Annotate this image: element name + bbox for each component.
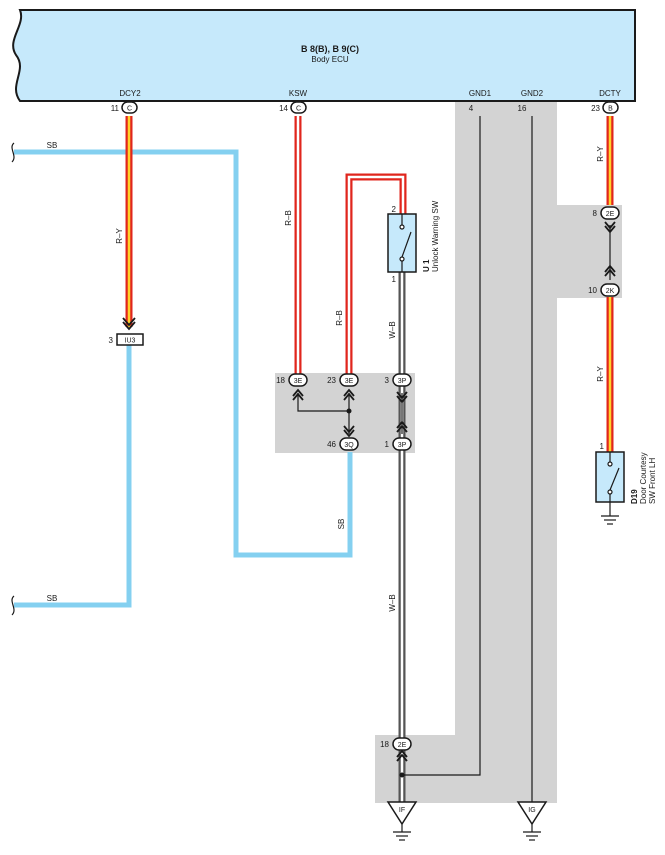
connector-3p-1-name: 3P: [398, 442, 407, 449]
shaded-regions: [275, 101, 622, 803]
wire-label-wb-lower: W–B: [388, 594, 397, 611]
pin-num-ksw: 14: [279, 104, 288, 113]
ground-icon-d19: [601, 515, 619, 525]
arrow-2k-up: [604, 264, 616, 277]
pin-name-gnd2: GND2: [521, 89, 544, 98]
connector-iu3-num: 3: [109, 336, 114, 345]
connector-3p-1-num: 1: [385, 440, 390, 449]
connector-2e-8-num: 8: [593, 209, 598, 218]
connector-3e-23-name: 3E: [345, 378, 354, 385]
arrow-3q: [343, 425, 355, 438]
connector-2e-18: 2E 18: [380, 737, 412, 751]
ecu-title: B 8(B), B 9(C): [301, 44, 359, 54]
pin-conn-ksw: C: [296, 106, 301, 113]
connector-3p-3-num: 3: [385, 376, 390, 385]
wire-label-rb-ksw: R–B: [284, 210, 293, 226]
pin-name-dcy2: DCY2: [119, 89, 141, 98]
ground-shade-vertical: [455, 101, 557, 803]
rb-wire-loop: [345, 173, 407, 374]
wire-label-sb-bottom: SB: [47, 594, 58, 603]
connector-3p-3-name: 3P: [398, 378, 407, 385]
ground-icon: [386, 801, 418, 826]
pin-num-dcty: 23: [591, 104, 600, 113]
pin-conn-dcty: B: [608, 106, 613, 113]
pin-num-gnd1: 4: [469, 104, 474, 113]
u1-id: U 1: [422, 259, 431, 272]
connector-2e-18-num: 18: [380, 740, 389, 749]
wire-label-wb-upper: W–B: [388, 321, 397, 338]
ecu-subtitle: Body ECU: [311, 55, 349, 64]
sb-wires: [14, 149, 353, 608]
u1-pin-bottom: 1: [392, 275, 397, 284]
gnd1-wire: [402, 116, 481, 776]
pin-num-gnd2: 16: [518, 104, 527, 113]
ground-if: IF: [386, 801, 418, 841]
wire-label-ry-bottom-right: R–Y: [596, 366, 605, 382]
u1-pin-top: 2: [392, 205, 397, 214]
pin-name-gnd1: GND1: [469, 89, 492, 98]
connector-2e-8-name: 2E: [606, 211, 615, 218]
component-u1-unlock-warning-sw: 2 1 U 1 Unlock Warning SW: [387, 200, 440, 284]
connector-2k-10: 2K 10: [588, 283, 620, 297]
wire-label-ry-left: R–Y: [115, 228, 124, 244]
d19-name-line2: SW Front LH: [648, 458, 657, 504]
ecu-pin-dcy2: C 11: [111, 101, 138, 114]
body-ecu-box: [12, 9, 636, 102]
junction-block-2e-2k: [557, 205, 622, 298]
connector-3e-23: 3E 23: [327, 373, 359, 387]
connector-3e-18: 3E 18: [276, 373, 308, 387]
connector-iu3-name: IU3: [125, 338, 136, 345]
arrow-2e-18: [396, 749, 408, 762]
break-mark-bottom: [11, 595, 15, 616]
arrow-3p-3: [396, 391, 408, 404]
pin-name-ksw: KSW: [289, 89, 308, 98]
arrow-iu3: [122, 317, 136, 331]
ground-icon: [516, 801, 548, 826]
sb-wire-top: [14, 149, 353, 558]
connector-2k-10-num: 10: [588, 286, 597, 295]
d19-name-line1: Door Courtesy: [639, 452, 648, 504]
connector-3p-3: 3P 3: [385, 373, 412, 387]
arrow-3e-23: [343, 388, 355, 401]
pin-conn-dcy2: C: [127, 106, 132, 113]
connector-2k-10-name: 2K: [606, 288, 615, 295]
arrow-2e-down: [604, 221, 616, 234]
d19-id: D19: [630, 489, 639, 504]
connector-iu3: IU3 3: [109, 333, 144, 346]
wire-label-rb-loop: R–B: [335, 310, 344, 326]
ecu-pin-dcty: B 23: [591, 101, 619, 114]
connector-3e-18-name: 3E: [294, 378, 303, 385]
ground-ig-label: IG: [528, 807, 535, 814]
ground-if-label: IF: [399, 807, 405, 814]
splice-dot-3e: [346, 408, 352, 414]
junction-link-3e: [297, 393, 349, 412]
connector-3q-46-num: 46: [327, 440, 336, 449]
u1-name: Unlock Warning SW: [431, 200, 440, 272]
connector-3e-18-num: 18: [276, 376, 285, 385]
connector-3e-23-num: 23: [327, 376, 336, 385]
splice-dot-gnd: [399, 772, 405, 778]
ground-ig: IG: [516, 801, 548, 841]
connector-3p-1: 3P 1: [385, 437, 412, 451]
connector-3q-46: 3Q 46: [327, 437, 359, 451]
d19-pin-top: 1: [600, 442, 605, 451]
pin-num-dcy2: 11: [111, 104, 120, 113]
component-d19-door-courtesy-sw: 1 D19 Door Courtesy SW Front LH: [595, 442, 657, 525]
arrow-3p-1: [396, 420, 408, 433]
break-mark-top: [11, 142, 15, 163]
wire-label-sb-top: SB: [47, 141, 58, 150]
connector-2e-8: 2E 8: [593, 206, 620, 220]
arrow-3e-18: [292, 388, 304, 401]
pin-name-dcty: DCTY: [599, 89, 621, 98]
connector-2e-18-name: 2E: [398, 742, 407, 749]
connector-3q-46-name: 3Q: [344, 442, 354, 449]
ecu-pin-ksw: C 14: [279, 101, 307, 114]
sb-wire-bottom: [14, 343, 132, 608]
wire-label-sb-mid: SB: [337, 519, 346, 530]
wire-label-ry-top-right: R–Y: [596, 146, 605, 162]
